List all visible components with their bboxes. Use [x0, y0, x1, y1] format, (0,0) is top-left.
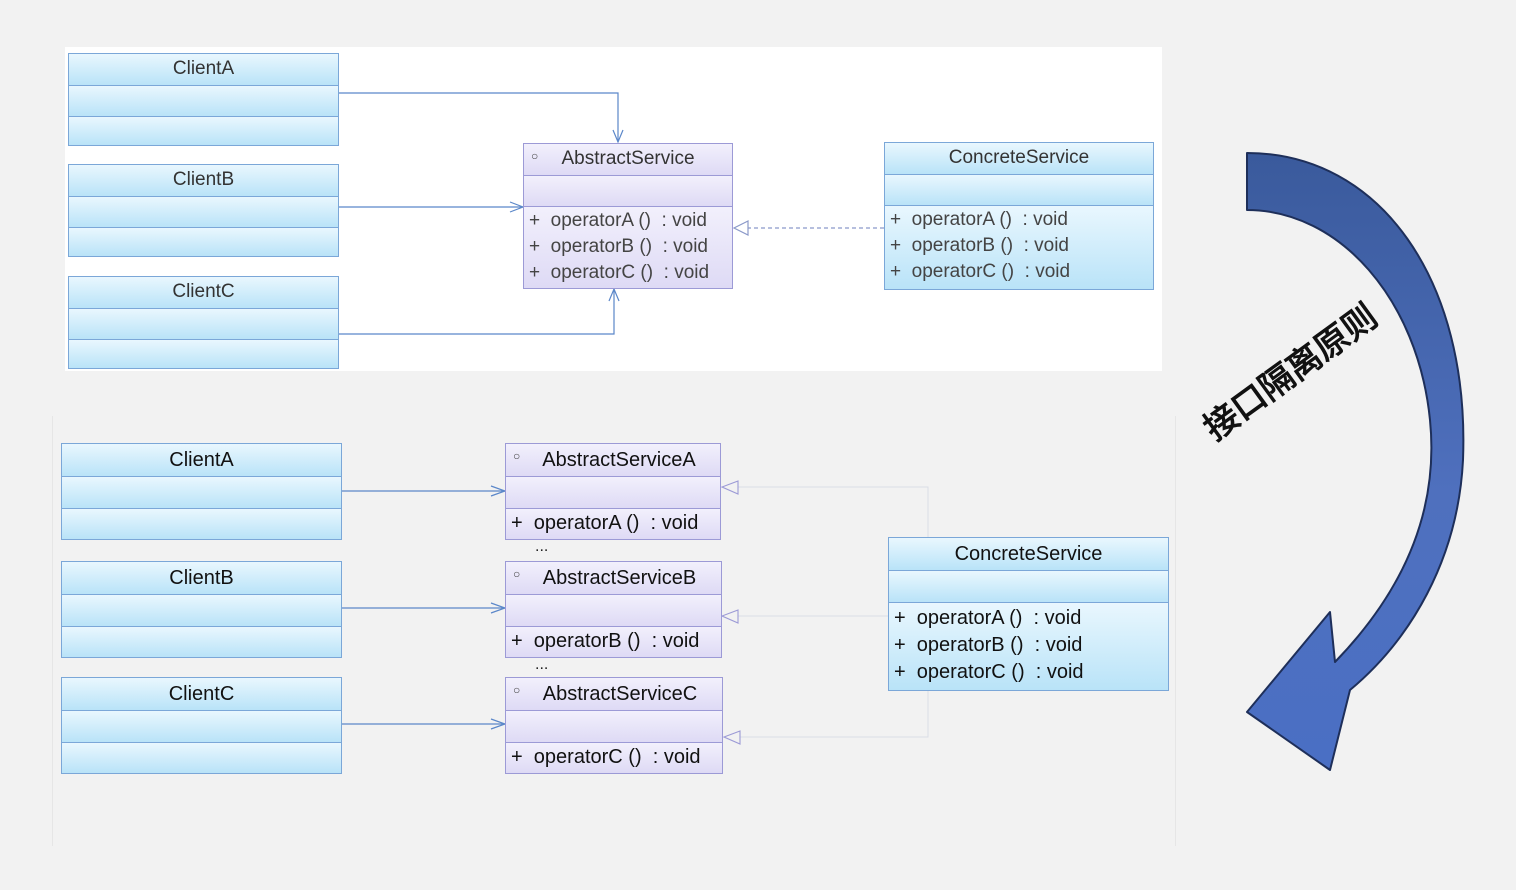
operation: + operatorB () : void [511, 630, 700, 652]
interface-icon: ○ [513, 683, 521, 697]
client-a-class: ClientA [61, 443, 342, 540]
more-operations: ... [535, 538, 549, 555]
operation: + operatorB () : void [529, 236, 708, 257]
class-name: ClientA [169, 449, 234, 471]
operation: + operatorB () : void [894, 634, 1083, 656]
class-name: ConcreteService [954, 543, 1103, 565]
operation: + operatorA () : void [511, 512, 699, 534]
association-clientc-abstractservice [339, 289, 615, 335]
operation: + operatorA () : void [894, 607, 1082, 629]
interface-icon: ○ [513, 449, 521, 463]
abstract-service-c-interface: ○ AbstractServiceC + operatorC () : void [505, 677, 723, 774]
realization-arrowhead [720, 609, 739, 624]
more-operations: ... [535, 656, 549, 673]
concrete-service-class: ConcreteService + operatorA () : void + … [884, 142, 1154, 290]
arrowhead [612, 129, 624, 144]
class-name: ConcreteService [948, 147, 1090, 168]
realization-arrowhead [722, 730, 741, 745]
class-name: ClientC [172, 281, 235, 302]
class-name: ClientB [169, 567, 234, 589]
operation: + operatorC () : void [894, 661, 1084, 683]
operation: + operatorC () : void [890, 261, 1071, 282]
class-name: ClientC [168, 683, 235, 705]
concrete-service-class: ConcreteService + operatorA () : void + … [888, 537, 1169, 691]
abstract-service-a-interface: ○ AbstractServiceA + operatorA () : void [505, 443, 721, 540]
operation: + operatorB () : void [890, 235, 1069, 256]
interface-icon: ○ [513, 567, 521, 581]
class-name: AbstractServiceC [542, 683, 698, 705]
operation: + operatorA () : void [529, 210, 707, 231]
class-name: AbstractServiceA [542, 449, 696, 471]
class-name: AbstractService [561, 148, 695, 169]
client-a-class: ClientA [68, 53, 339, 146]
abstract-service-interface: ○ AbstractService + operatorA () : void … [523, 143, 733, 289]
realization-arrowhead [720, 480, 739, 495]
client-c-class: ClientC [61, 677, 342, 774]
interface-icon: ○ [531, 149, 539, 163]
client-b-class: ClientB [68, 164, 339, 257]
operation: + operatorC () : void [529, 262, 710, 283]
client-b-class: ClientB [61, 561, 342, 658]
client-c-class: ClientC [68, 276, 339, 369]
arrowhead [608, 287, 620, 302]
operation: + operatorA () : void [890, 209, 1068, 230]
curved-arrow-icon [1246, 152, 1465, 771]
operation: + operatorC () : void [511, 746, 701, 768]
class-name: ClientB [172, 169, 235, 190]
abstract-service-b-interface: ○ AbstractServiceB + operatorB () : void [505, 561, 722, 658]
association-clienta-abstractservice [339, 92, 619, 142]
realization-arrowhead [732, 220, 749, 236]
class-name: ClientA [172, 58, 235, 79]
class-name: AbstractServiceB [542, 567, 697, 589]
